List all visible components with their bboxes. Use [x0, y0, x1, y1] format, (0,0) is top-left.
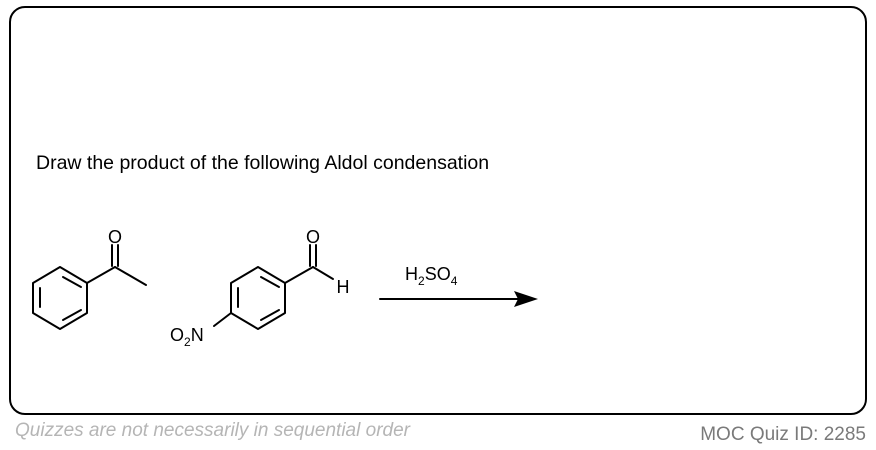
methyl-bond [114, 266, 147, 286]
quiz-id: MOC Quiz ID: 2285 [700, 424, 866, 445]
aldehyde-oxygen-label: O [306, 227, 320, 247]
nitro-group-label: O2N [170, 325, 204, 349]
quiz-card [9, 6, 867, 415]
nitrobenzaldehyde-structure [213, 244, 334, 330]
aromatic-bond [260, 309, 280, 321]
ring-nitro-bond [213, 312, 232, 327]
ketone-oxygen-label: O [108, 227, 122, 247]
benzene-ring [32, 266, 88, 330]
ring-aldehyde-bond [284, 266, 314, 284]
aromatic-bond [62, 276, 82, 288]
benzene-ring [230, 266, 286, 330]
reagent-label: H2SO4 [405, 264, 458, 288]
ring-carbonyl-bond [86, 266, 116, 284]
arrowhead [514, 291, 538, 307]
aromatic-bond [260, 276, 280, 288]
aromatic-bond [62, 309, 82, 321]
acetophenone-structure [32, 244, 147, 330]
question-text: Draw the product of the following Aldol … [36, 152, 490, 174]
aldehyde-hydrogen-label: H [337, 277, 350, 297]
aldehyde-h-bond [312, 266, 334, 280]
footer-note: Quizzes are not necessarily in sequentia… [15, 420, 410, 441]
